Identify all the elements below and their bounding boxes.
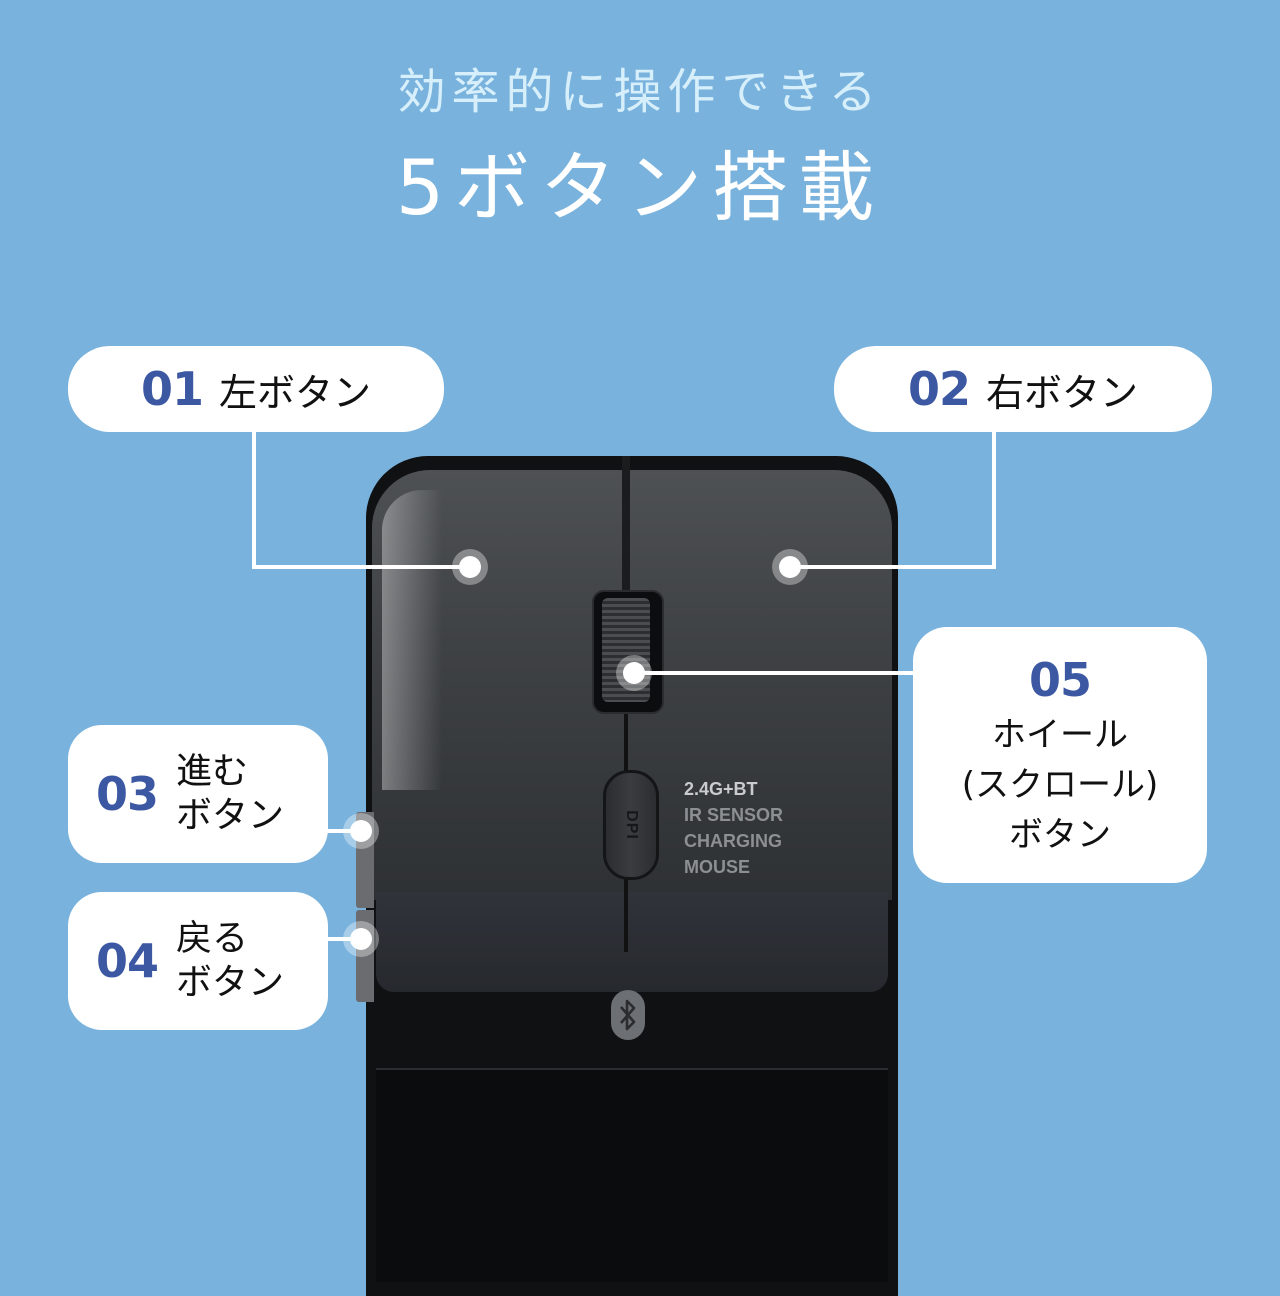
marker-dot-03 <box>350 820 372 842</box>
marker-dot-05 <box>623 662 645 684</box>
callout-label-line: ボタン <box>176 962 285 1003</box>
bluetooth-icon <box>611 990 645 1040</box>
connector-line-05 <box>634 671 916 675</box>
connector-line-01 <box>252 565 470 569</box>
spec-line: MOUSE <box>684 857 751 877</box>
callout-label-line: ボタン <box>176 795 285 836</box>
connector-line-04 <box>326 937 360 941</box>
callout-label: ホイール (スクロール) ボタン <box>962 710 1159 860</box>
back-side-button <box>356 910 374 1002</box>
spec-text: 2.4G+BT IR SENSOR CHARGING MOUSE <box>684 776 783 880</box>
callout-number: 02 <box>907 362 971 416</box>
marker-dot-04 <box>350 928 372 950</box>
callout-label-line: (スクロール) <box>961 765 1159 805</box>
spec-line: 2.4G+BT <box>684 779 758 799</box>
callout-label: 進む ボタン <box>176 750 284 838</box>
callout-back-button: 04 戻る ボタン <box>68 892 328 1030</box>
connector-line-03 <box>326 829 360 833</box>
callout-right-button: 02 右ボタン <box>834 346 1212 432</box>
connector-line-02 <box>992 430 996 568</box>
callout-label-line: 進む <box>176 751 249 792</box>
callout-number: 04 <box>96 934 159 988</box>
callout-left-button: 01 左ボタン <box>68 346 444 432</box>
marker-dot-02 <box>779 556 801 578</box>
headline-title: 5ボタン搭載 <box>395 143 885 232</box>
connector-line-01 <box>252 430 256 568</box>
callout-number: 03 <box>96 767 159 821</box>
spec-line: IR SENSOR <box>684 805 784 825</box>
headline-subtitle: 効率的に操作できる <box>397 64 883 120</box>
callout-label: 戻る ボタン <box>176 917 284 1005</box>
callout-label: 右ボタン <box>986 370 1139 415</box>
callout-number: 05 <box>1028 653 1092 707</box>
connector-line-02 <box>790 565 996 569</box>
mouse-base <box>376 1068 888 1282</box>
marker-dot-01 <box>459 556 481 578</box>
callout-label: 左ボタン <box>219 370 372 415</box>
scroll-wheel <box>602 598 650 702</box>
mouse-lower-shell <box>376 892 888 992</box>
spec-line: CHARGING <box>684 831 782 851</box>
button-split-line <box>622 456 630 606</box>
callout-forward-button: 03 進む ボタン <box>68 725 328 863</box>
callout-label-line: ホイール <box>992 715 1128 755</box>
callout-label-line: ボタン <box>1009 815 1111 855</box>
dpi-label: DPI <box>622 810 640 840</box>
callout-wheel-button: 05 ホイール (スクロール) ボタン <box>913 627 1207 883</box>
callout-label-line: 戻る <box>176 918 249 959</box>
callout-number: 01 <box>140 362 204 416</box>
dpi-button: DPI <box>603 770 659 880</box>
